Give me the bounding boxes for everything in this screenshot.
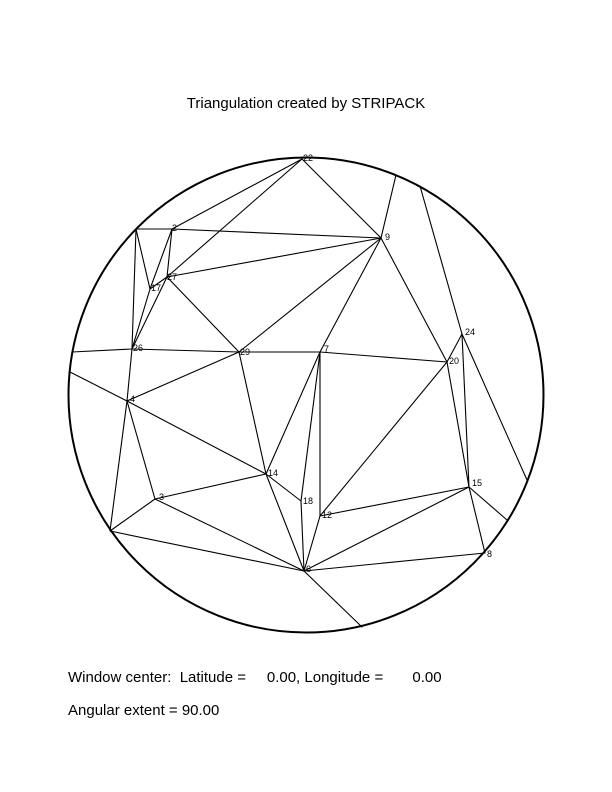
node-label-22: 22 [303,153,313,163]
boundary-circle [67,156,545,634]
node-label-6: 6 [306,564,311,574]
node-label-8: 8 [487,549,492,559]
node-label-12: 12 [322,510,332,520]
node-labels: 22 2 9 27 17 26 29 7 24 20 4 14 18 12 3 … [130,153,492,574]
node-label-9: 9 [385,232,390,242]
node-label-3: 3 [159,492,164,502]
node-label-4: 4 [130,394,135,404]
triangulation-edges [69,158,528,628]
node-label-18: 18 [303,496,313,506]
angular-extent-readout: Angular extent = 90.00 [68,702,220,719]
node-label-7: 7 [324,344,329,354]
node-label-26: 26 [133,343,143,353]
node-label-14: 14 [268,468,278,478]
diagram-title: Triangulation created by STRIPACK [186,95,426,112]
node-label-29: 29 [240,347,250,357]
node-label-2: 2 [172,223,177,233]
window-center-readout: Window center: Latitude = 0.00, Longitud… [68,669,442,686]
node-label-27: 27 [167,272,177,282]
node-label-17: 17 [151,283,161,293]
node-label-15: 15 [472,478,482,488]
node-label-20: 20 [449,356,459,366]
node-label-24: 24 [465,327,475,337]
